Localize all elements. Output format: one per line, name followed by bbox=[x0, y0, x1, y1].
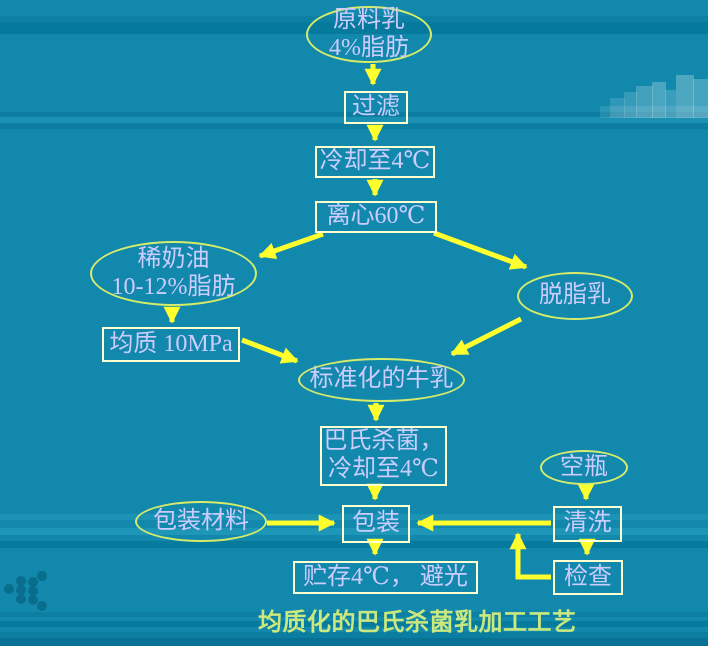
node-standardized-milk: 标准化的牛乳 bbox=[298, 358, 465, 402]
node-filter: 过滤 bbox=[344, 91, 408, 124]
node-cool-to-4c: 冷却至4℃ bbox=[315, 146, 435, 178]
node-cream: 稀奶油 10-12%脂肪 bbox=[90, 241, 257, 306]
node-storage: 贮存4℃， 避光 bbox=[293, 561, 478, 594]
arrow-skim-standard bbox=[450, 316, 523, 357]
node-empty-bottle: 空瓶 bbox=[540, 450, 628, 485]
node-packaging: 包装 bbox=[342, 505, 410, 543]
node-packaging-material: 包装材料 bbox=[135, 501, 267, 542]
arrow-centrifuge-skim bbox=[433, 230, 528, 270]
node-homogenize: 均质 10MPa bbox=[102, 327, 240, 362]
node-cleaning: 清洗 bbox=[553, 506, 622, 542]
dot-motif-icon bbox=[4, 571, 47, 611]
arrow-inspection-feedback bbox=[509, 532, 551, 580]
node-skim-milk: 脱脂乳 bbox=[517, 272, 633, 320]
slide-title: 均质化的巴氏杀菌乳加工工艺 bbox=[258, 610, 577, 636]
node-inspection: 检查 bbox=[553, 560, 623, 595]
city-skyline-icon bbox=[600, 75, 708, 118]
node-pasteurize: 巴氏杀菌， 冷却至4℃ bbox=[320, 426, 447, 486]
arrow-homogenize-standard bbox=[241, 337, 299, 364]
node-raw-milk: 原料乳 4%脂肪 bbox=[306, 6, 432, 63]
node-centrifuge-60c: 离心60℃ bbox=[315, 201, 437, 233]
arrow-centrifuge-cream bbox=[258, 231, 324, 259]
